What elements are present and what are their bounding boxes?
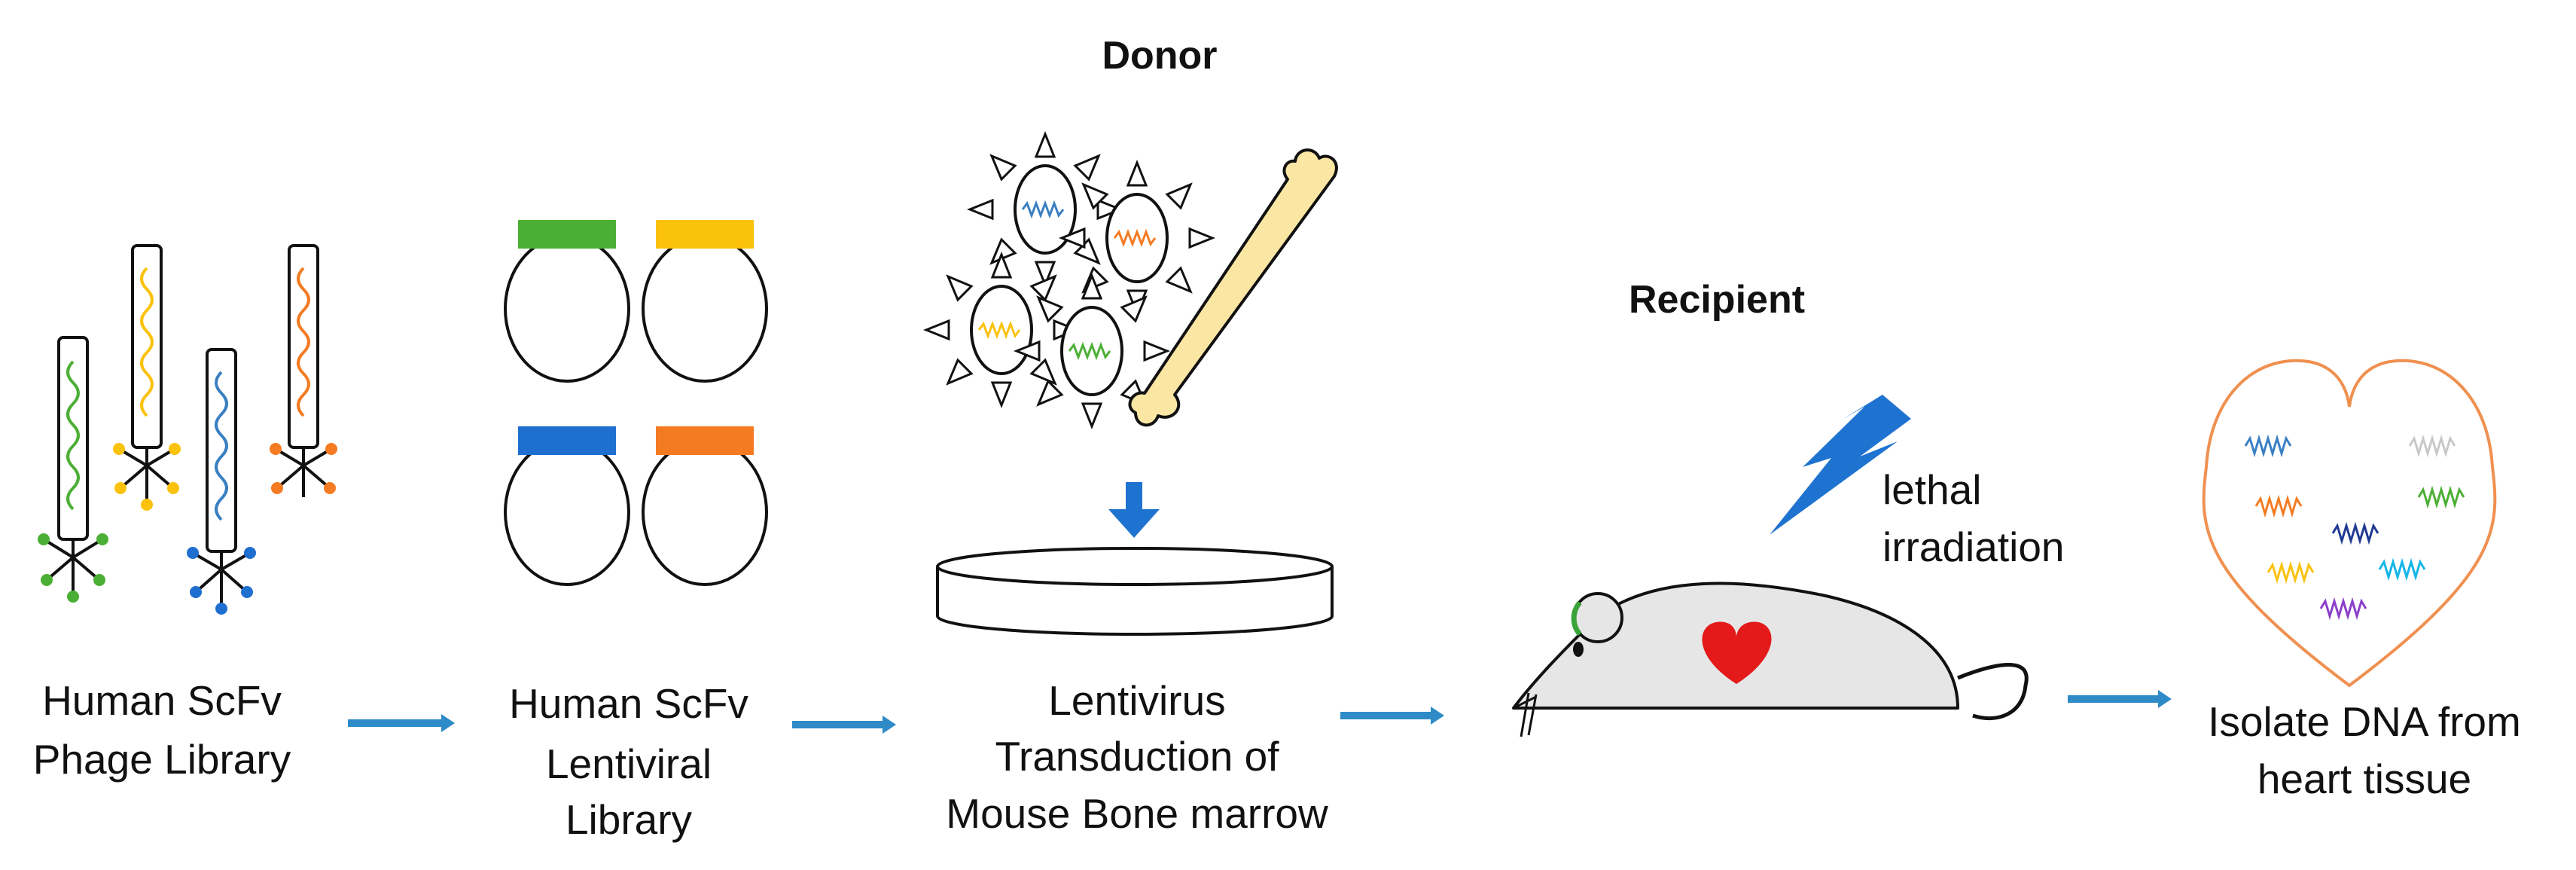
- irradiation-label-line1: lethal: [1882, 466, 1982, 513]
- step-2-label-line1: Human ScFv: [509, 680, 748, 727]
- irradiation-label-line2: irradiation: [1882, 524, 2065, 570]
- bone-icon: [1128, 148, 1338, 427]
- step-3-label-line3: Mouse Bone marrow: [946, 790, 1328, 837]
- recipient-label: Recipient: [1628, 278, 1806, 322]
- step-2-label-line2: Lentiviral: [545, 740, 712, 787]
- step-2-label-line3: Library: [565, 796, 693, 843]
- step-3-label-line2: Transduction of: [995, 733, 1279, 780]
- right-arrow-icon: [792, 716, 896, 734]
- culture-dish-icon: [936, 547, 1334, 636]
- right-arrow-icon: [348, 714, 455, 732]
- right-arrow-icon: [1340, 707, 1444, 725]
- step-4-label-line2: heart tissue: [2257, 756, 2472, 802]
- lightning-bolt-icon: [1770, 395, 1911, 535]
- step-4-label-line1: Isolate DNA from: [2208, 698, 2521, 745]
- virus-icon: [966, 130, 1124, 288]
- phage-icon: [270, 244, 337, 497]
- step-1-label-line1: Human ScFv: [42, 677, 282, 724]
- lentiviral-library-icon: [504, 220, 768, 586]
- dna-squiggle-icon: [2244, 434, 2465, 621]
- virus-icon: [922, 251, 1081, 409]
- heart-icon: [1702, 621, 1772, 684]
- mouse-icon: [1512, 582, 2029, 737]
- donor-label: Donor: [1102, 34, 1218, 78]
- phage-icon: [113, 244, 181, 511]
- step-1-label-line2: Phage Library: [32, 736, 291, 783]
- virus-icon: [1058, 159, 1216, 317]
- phage-icon: [187, 348, 256, 615]
- phage-icon: [38, 336, 108, 603]
- down-arrow-icon: [1108, 482, 1160, 538]
- step-3-label-line1: Lentivirus: [1048, 677, 1226, 724]
- virus-icon: [1013, 272, 1171, 430]
- heart-icon: [2202, 359, 2497, 688]
- right-arrow-icon: [2068, 690, 2172, 708]
